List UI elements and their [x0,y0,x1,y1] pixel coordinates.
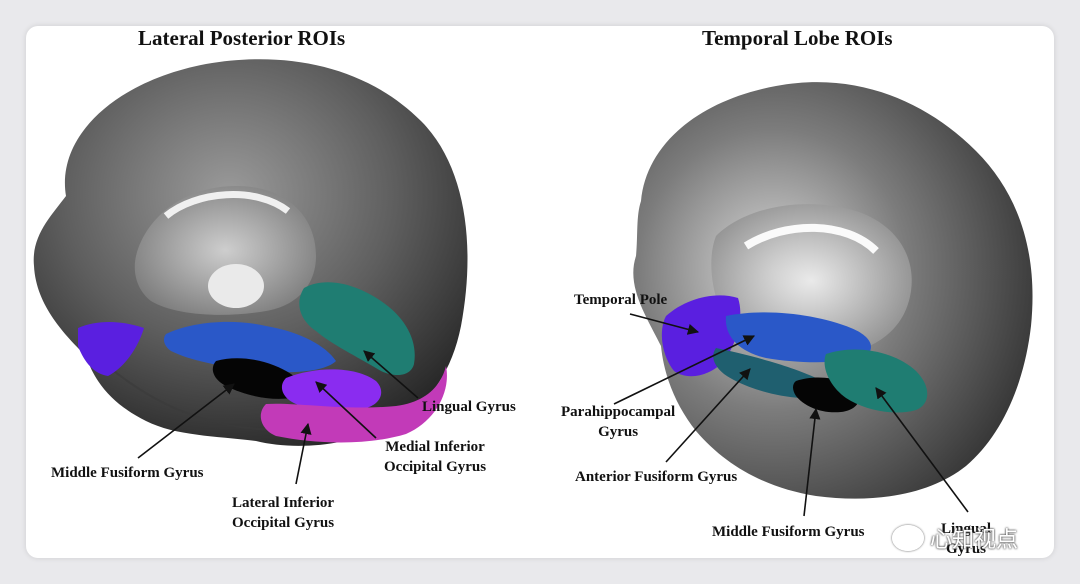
left-leader-lines [137,350,419,485]
roi-left-medial-inferior-occipital [281,369,382,412]
roi-left-temporal-pole [78,322,144,376]
label-right-anterior-fusiform-gyrus: Anterior Fusiform Gyrus [575,469,738,485]
left-panel-title: Lateral Posterior ROIs [138,26,346,50]
label-right-lingual-gyrus: Lingual Gyrus [941,521,992,557]
roi-left-parahippocampal [163,321,336,373]
watermark: 心知视点 [892,522,1018,554]
watermark-text: 心知视点 [930,528,1019,553]
roi-right-lingual [824,349,928,413]
label-right-parahippocampal-gyrus: Parahippocampal Gyrus [561,404,676,440]
label-left-lingual-gyrus: Lingual Gyrus [422,399,516,415]
label-left-medial-inferior-occipital-gyrus: Medial Inferior Occipital Gyrus [384,439,487,475]
roi-left-lingual [299,282,415,376]
right-leader-lines [613,313,969,517]
roi-right-parahippocampal [725,312,871,363]
label-left-middle-fusiform-gyrus: Middle Fusiform Gyrus [51,465,204,481]
label-left-lateral-inferior-occipital-gyrus: Lateral Inferior Occipital Gyrus [232,495,335,531]
left-brain-render [33,59,468,446]
label-right-middle-fusiform-gyrus: Middle Fusiform Gyrus [712,524,865,540]
right-brain-render [633,82,1033,499]
label-right-temporal-pole: Temporal Pole [574,292,668,308]
wechat-bubble-icon [892,525,924,551]
right-panel-title: Temporal Lobe ROIs [702,26,893,50]
figure-card: Lateral Posterior ROIs Temporal Lobe ROI… [26,26,1054,558]
figure-drawing [33,59,1033,517]
